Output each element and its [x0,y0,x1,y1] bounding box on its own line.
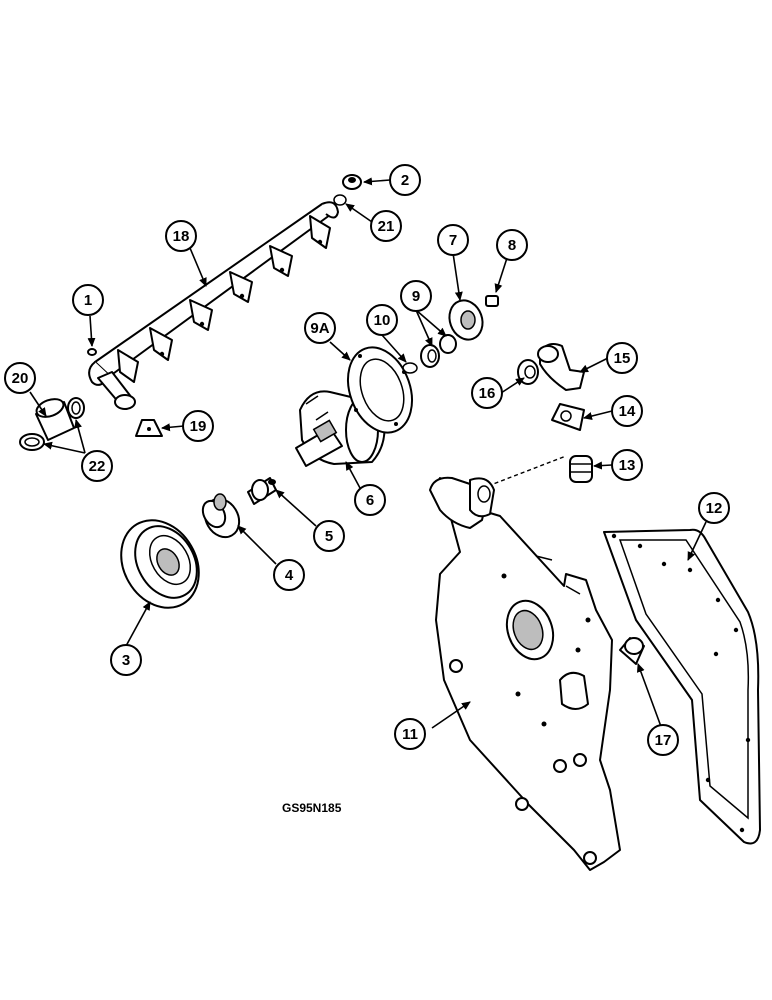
svg-text:9: 9 [412,288,420,305]
callout-5: 5 [313,520,345,552]
svg-text:6: 6 [366,492,374,509]
pump-cover [448,299,484,341]
pulley [120,519,200,609]
svg-text:17: 17 [655,732,672,749]
svg-text:15: 15 [614,350,631,367]
svg-text:11: 11 [402,726,418,743]
flange-gasket [551,403,585,431]
cover-gasket [603,528,761,845]
callout-8: 8 [496,229,528,261]
pump-shaft [247,477,277,505]
svg-text:19: 19 [190,418,207,435]
callout-19: 19 [182,410,214,442]
svg-text:20: 20 [12,370,29,387]
callout-12: 12 [698,492,730,524]
callout-2: 2 [389,164,421,196]
svg-text:1: 1 [84,292,92,309]
hub [201,493,241,539]
callout-20: 20 [4,362,36,394]
svg-text:4: 4 [285,567,294,584]
svg-text:16: 16 [479,385,496,402]
svg-text:13: 13 [619,457,636,474]
svg-text:14: 14 [619,403,636,420]
svg-text:22: 22 [89,458,106,475]
svg-text:7: 7 [449,232,457,249]
callout-7: 7 [437,224,469,256]
water-outlet-elbow [537,343,585,391]
front-cover-housing [429,476,621,871]
callout-9: 9 [400,280,432,312]
o-ring [333,194,347,206]
callout-13: 13 [611,449,643,481]
callout-14: 14 [611,395,643,427]
seals [420,334,457,368]
bushing [619,637,645,665]
plug [342,174,362,190]
svg-text:2: 2 [401,172,409,189]
seal-ring [402,362,418,374]
callout-11: 11 [394,718,426,750]
water-manifold-tube [88,201,339,410]
leader-lines [29,177,707,733]
svg-text:10: 10 [374,312,391,329]
callout-6: 6 [354,484,386,516]
svg-text:18: 18 [173,228,190,245]
callout-22: 22 [81,450,113,482]
callout-21: 21 [370,210,402,242]
callout-1: 1 [72,284,104,316]
callout-10: 10 [366,304,398,336]
callout-18: 18 [165,220,197,252]
drawing-code: GS95N185 [282,801,342,815]
callout-3: 3 [110,644,142,676]
svg-text:21: 21 [378,218,395,235]
svg-text:5: 5 [325,528,333,545]
callout-4: 4 [273,559,305,591]
callout-17: 17 [647,724,679,756]
callout-9a: 9A [304,312,336,344]
alignment-line [487,455,567,487]
small-fitting [87,348,97,356]
callout-16: 16 [471,377,503,409]
svg-text:9A: 9A [310,320,329,337]
hose-clamps [19,397,85,451]
nut [485,295,499,307]
svg-text:8: 8 [508,237,516,254]
pump-gasket [347,346,413,434]
svg-text:12: 12 [706,500,723,517]
svg-text:3: 3 [122,652,130,669]
thermostat [569,455,593,483]
hose [35,398,75,441]
callout-15: 15 [606,342,638,374]
